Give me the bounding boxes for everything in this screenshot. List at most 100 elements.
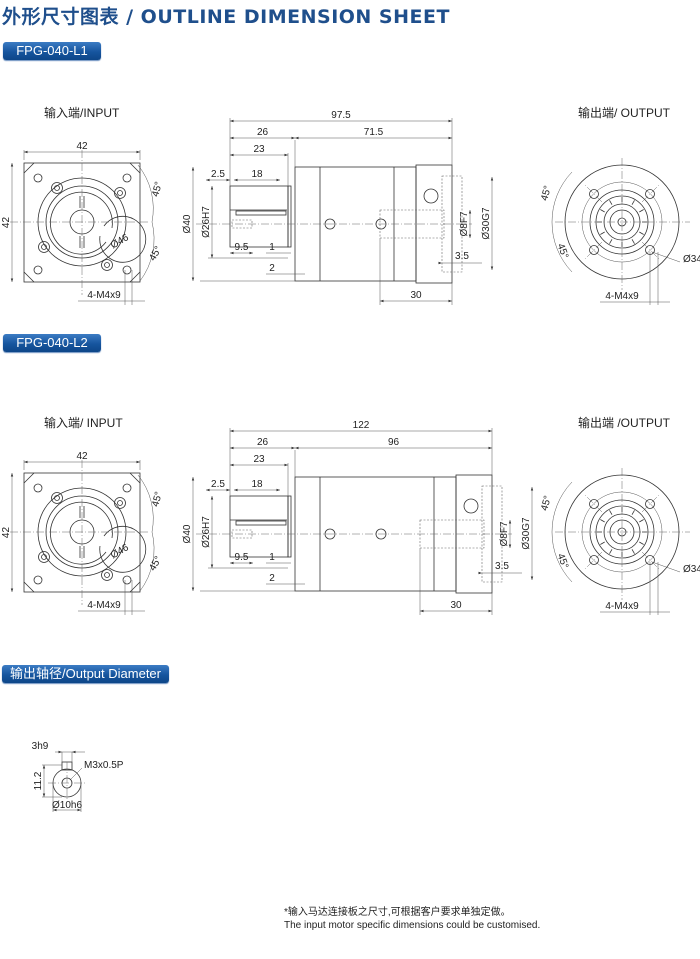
input-label-l1: 输入端/INPUT	[44, 106, 120, 120]
mount-hole	[33, 173, 43, 183]
dimension-arrow	[72, 750, 76, 754]
height-label: 11.2	[33, 771, 44, 790]
coupling-outer	[49, 191, 113, 255]
dimension-arrow	[191, 477, 195, 481]
dim-1: 1	[269, 552, 275, 563]
dimension-arrow	[210, 186, 214, 190]
dim-1: 1	[269, 242, 275, 253]
bolt-circle-label: Ø34	[683, 254, 700, 265]
mount-hole	[122, 483, 132, 493]
dimension-arrow	[438, 261, 442, 265]
dim-dia40: Ø40	[182, 214, 193, 233]
corner-chamfer	[23, 162, 35, 174]
rib	[600, 541, 605, 545]
leader-line	[651, 561, 681, 573]
dimension-arrow	[230, 463, 234, 467]
screw-hole	[101, 259, 113, 271]
dimension-arrow	[230, 136, 234, 140]
dim-spigot: Ø30G7	[521, 517, 532, 550]
dimension-arrow	[508, 544, 512, 548]
dimension-arrow	[488, 446, 492, 450]
output-flange	[415, 164, 453, 284]
coupling-clamp	[235, 210, 287, 216]
dimension-arrow	[191, 277, 195, 281]
thread-label: 4-M4x9	[605, 291, 639, 302]
page-title: 外形尺寸图表 / OUTLINE DIMENSION SHEET	[2, 6, 450, 28]
dim-width: 42	[76, 141, 88, 152]
dimension-arrow	[488, 429, 492, 433]
dimension-arrow	[295, 446, 299, 450]
dim-9-5: 9.5	[235, 552, 249, 563]
dimension-arrow	[295, 136, 299, 140]
thread-label: 4-M4x9	[87, 600, 121, 611]
dimension-arrow	[276, 178, 280, 182]
thread-label: 4-M4x9	[87, 290, 121, 301]
key-label: 3h9	[32, 741, 49, 752]
coupling-slot	[99, 215, 147, 263]
angle-arc	[137, 474, 155, 592]
corner-chamfer	[23, 271, 35, 283]
dimension-arrow	[508, 520, 512, 524]
output-mount-hole	[645, 499, 655, 509]
model-badge-l1: FPG-040-L1	[3, 42, 101, 60]
screw-hole-inner	[104, 262, 110, 268]
dimension-arrow	[58, 750, 62, 754]
dimension-arrow	[230, 119, 234, 123]
dimension-arrow	[284, 463, 288, 467]
adapter-flange	[229, 185, 289, 248]
dimension-arrow	[249, 561, 253, 565]
rib	[639, 231, 644, 235]
output-flange-hole	[423, 188, 439, 204]
center-line	[583, 241, 603, 261]
coupling-outer	[49, 501, 113, 565]
bolt-circle-label: Ø46	[109, 232, 131, 251]
angle-label: 45°	[555, 242, 571, 260]
rib	[631, 239, 635, 244]
dim-2-5: 2.5	[211, 169, 225, 180]
dimension-arrow	[191, 587, 195, 591]
dimension-arrow	[448, 299, 452, 303]
center-line	[641, 551, 661, 571]
dimension-arrow	[488, 609, 492, 613]
rib	[631, 549, 635, 554]
dim-pilot: Ø26H7	[201, 516, 212, 548]
angle-arc	[551, 171, 573, 273]
dim-overall: 97.5	[331, 110, 351, 121]
screw-hole	[114, 497, 126, 509]
dim-2-5: 2.5	[211, 479, 225, 490]
dim-body: 71.5	[364, 127, 384, 138]
dimension-arrow	[136, 150, 140, 154]
dimension-arrow	[468, 234, 472, 238]
screw-hole-inner	[117, 190, 123, 196]
dim-height: 42	[1, 217, 12, 229]
dimension-arrow	[210, 564, 214, 568]
dimension-arrow	[206, 488, 210, 492]
dimension-arrow	[276, 488, 280, 492]
dimension-arrow	[191, 167, 195, 171]
dimension-arrow	[490, 177, 494, 181]
dim-body: 96	[388, 437, 400, 448]
dim-18: 18	[251, 479, 263, 490]
dimension-arrow	[77, 808, 81, 812]
rib	[639, 209, 644, 213]
screw-hole-inner	[41, 554, 47, 560]
dimension-arrow	[468, 210, 472, 214]
dim-dia40: Ø40	[182, 524, 193, 543]
dim-3-5: 3.5	[455, 251, 469, 262]
input-label-l2: 输入端/ INPUT	[44, 416, 123, 430]
rib	[600, 519, 605, 523]
dimension-arrow	[249, 251, 253, 255]
corner-chamfer	[129, 472, 141, 484]
angle-label: 45°	[150, 491, 165, 508]
screw-hole	[101, 569, 113, 581]
dimension-arrow	[448, 119, 452, 123]
bolt-circle-label: Ø46	[109, 542, 131, 561]
dimension-arrow	[230, 251, 234, 255]
dim-shaft: Ø8F7	[499, 521, 510, 546]
screw-hole-inner	[104, 572, 110, 578]
screw-hole	[114, 187, 126, 199]
footnote-en: The input motor specific dimensions coul…	[284, 920, 541, 931]
rib	[609, 549, 613, 554]
bolt-circle-label: Ø34	[683, 564, 700, 575]
